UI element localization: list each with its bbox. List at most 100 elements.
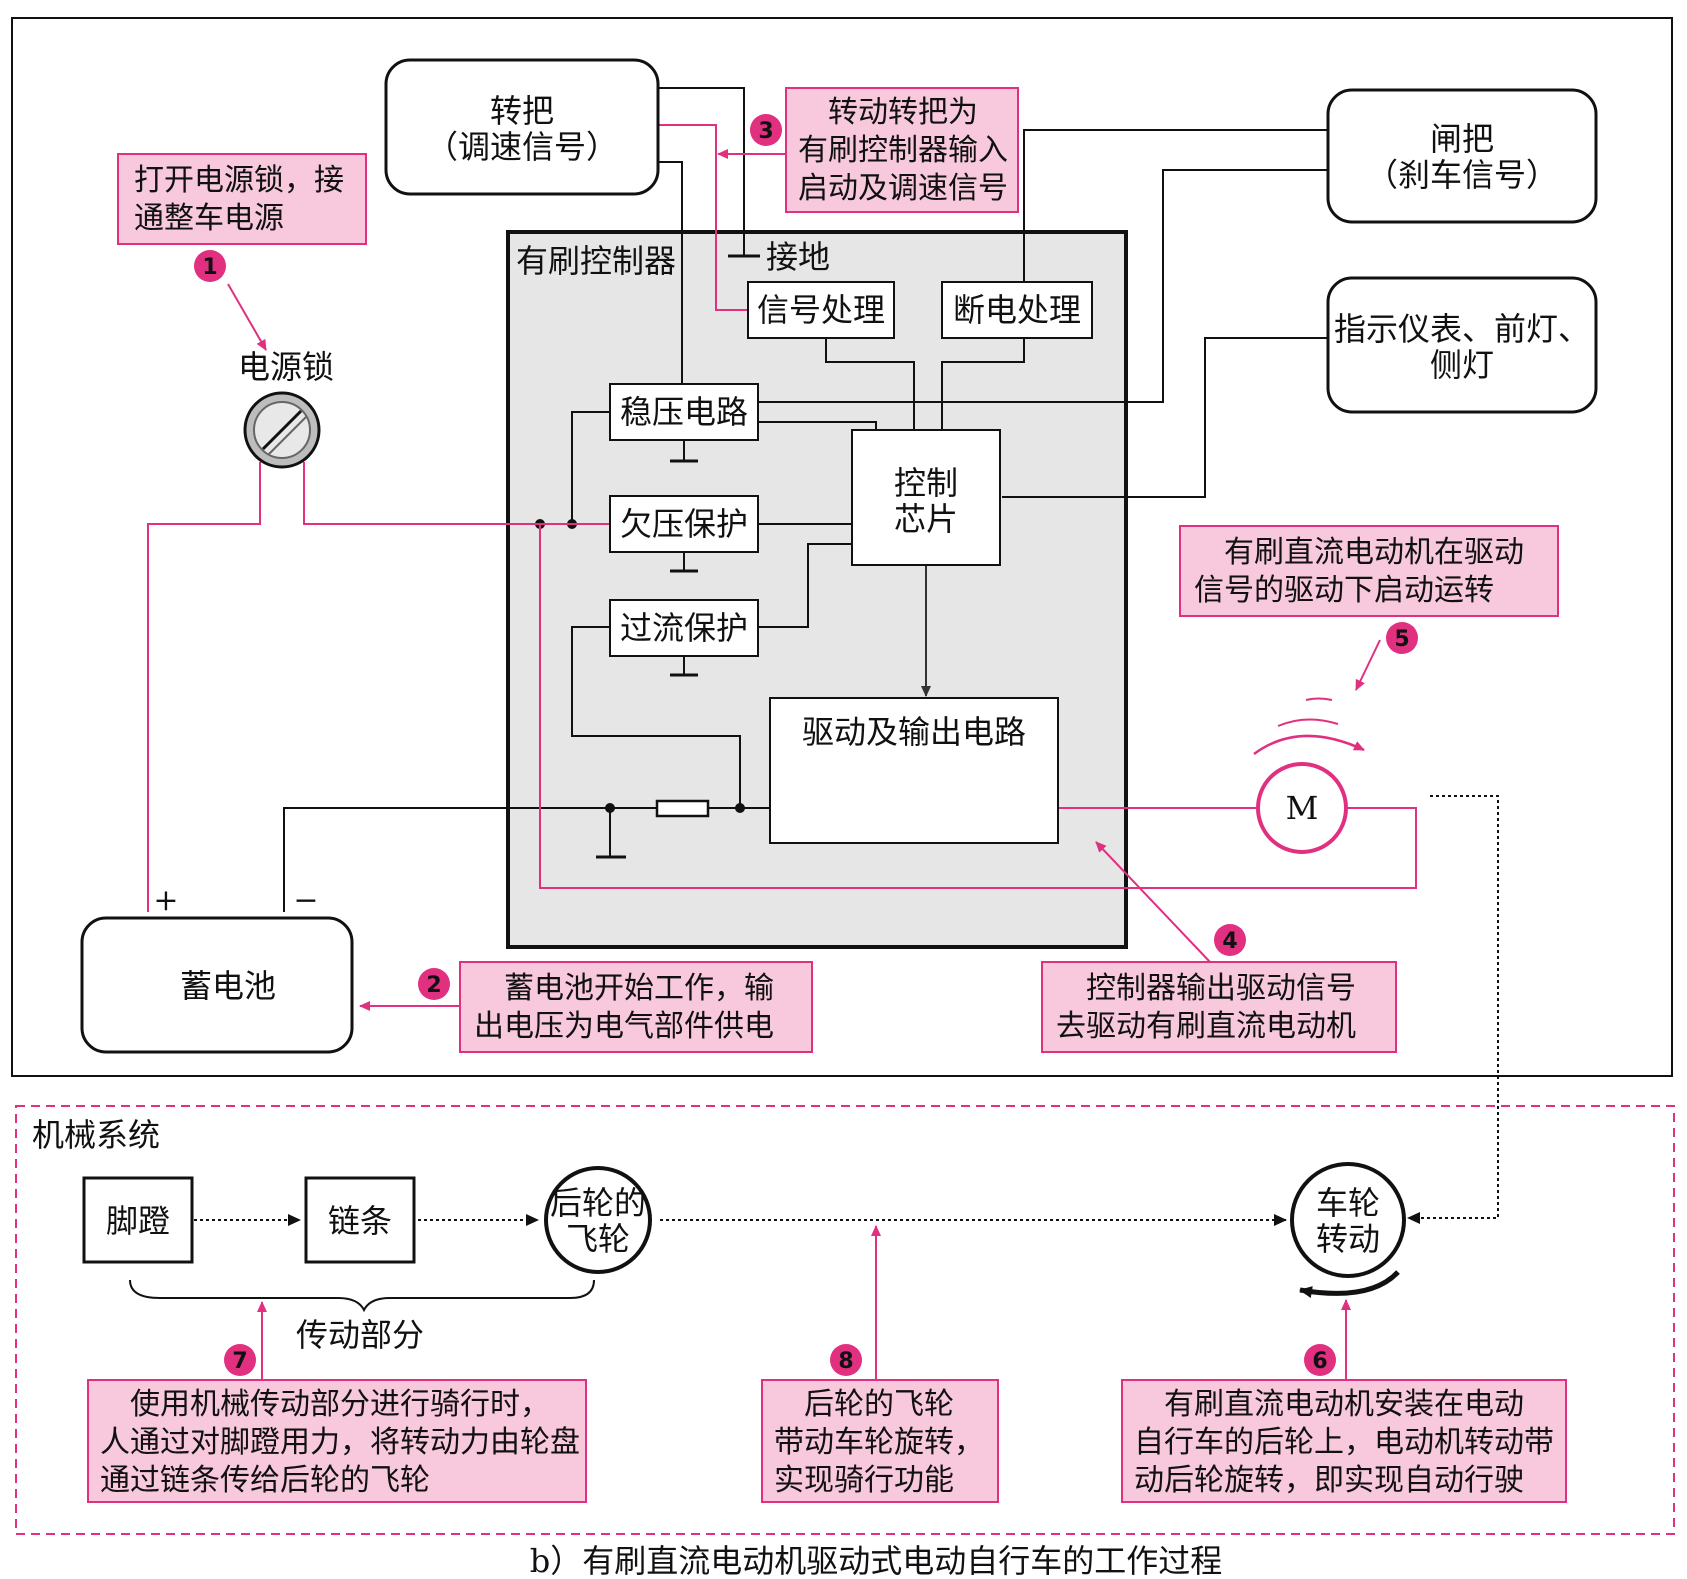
svg-text:M: M xyxy=(1286,789,1319,827)
svg-text:2: 2 xyxy=(426,973,441,998)
svg-text:驱动及输出电路: 驱动及输出电路 xyxy=(802,713,1026,751)
step-2-callout: 蓄电池开始工作，输 出电压为电气部件供电 2 xyxy=(359,961,813,1053)
wheel-circle: 车轮 转动 xyxy=(1290,1162,1406,1298)
svg-text:有刷直流电动机安装在电动: 有刷直流电动机安装在电动 xyxy=(1134,1387,1524,1422)
step-7-callout: 使用机械传动部分进行骑行时， 人通过对脚蹬用力，将转动力由轮盘 通过链条传给后轮… xyxy=(87,1301,587,1503)
svg-text:使用机械传动部分进行骑行时，: 使用机械传动部分进行骑行时， xyxy=(100,1387,550,1422)
step-1-callout: 打开电源锁，接 通整车电源 1 xyxy=(117,153,367,351)
battery: 蓄电池 + − xyxy=(80,883,354,1054)
svg-text:蓄电池开始工作，输: 蓄电池开始工作，输 xyxy=(474,971,774,1006)
svg-text:有刷控制器输入: 有刷控制器输入 xyxy=(798,133,1008,168)
chain-box: 链条 xyxy=(304,1176,416,1264)
svg-text:后轮的飞轮: 后轮的飞轮 xyxy=(774,1387,954,1422)
svg-text:转把: 转把 xyxy=(490,92,554,130)
svg-text:欠压保护: 欠压保护 xyxy=(620,505,748,543)
overcurrent-protection-box: 过流保护 xyxy=(609,599,759,657)
pedal-box: 脚蹬 xyxy=(82,1176,194,1264)
wiring-pink xyxy=(147,124,1417,912)
svg-text:6: 6 xyxy=(1312,1349,1327,1374)
svg-text:稳压电路: 稳压电路 xyxy=(620,393,748,431)
undervoltage-protection-box: 欠压保护 xyxy=(609,495,759,553)
indicators-box: 指示仪表、前灯、 侧灯 xyxy=(1326,276,1598,414)
svg-text:8: 8 xyxy=(838,1349,853,1374)
electrical-system-frame xyxy=(11,17,1673,1077)
svg-text:信号处理: 信号处理 xyxy=(757,291,885,329)
flywheel-circle: 后轮的 飞轮 xyxy=(544,1166,652,1274)
figure-caption: b）有刷直流电动机驱动式电动自行车的工作过程 xyxy=(530,1542,1223,1579)
motor: M xyxy=(1253,697,1365,854)
svg-text:3: 3 xyxy=(758,119,773,144)
battery-minus-label: − xyxy=(293,883,318,918)
step-6-callout: 有刷直流电动机安装在电动 自行车的后轮上，电动机转动带 动后轮旋转，即实现自动行… xyxy=(1121,1299,1567,1503)
svg-text:通整车电源: 通整车电源 xyxy=(134,201,284,236)
svg-text:实现骑行功能: 实现骑行功能 xyxy=(774,1463,954,1498)
svg-text:带动车轮旋转，: 带动车轮旋转， xyxy=(774,1425,984,1460)
svg-text:车轮: 车轮 xyxy=(1316,1184,1380,1222)
svg-text:动后轮旋转，即实现自动行驶: 动后轮旋转，即实现自动行驶 xyxy=(1134,1463,1524,1498)
transmission-label: 传动部分 xyxy=(296,1316,424,1354)
svg-text:转动: 转动 xyxy=(1316,1220,1380,1258)
control-chip-box: 控制 芯片 xyxy=(851,429,1001,566)
step-5-badge xyxy=(1386,622,1418,654)
svg-text:有刷直流电动机在驱动: 有刷直流电动机在驱动 xyxy=(1194,535,1524,570)
step-7-badge xyxy=(224,1344,256,1376)
svg-text:启动及调速信号: 启动及调速信号 xyxy=(798,171,1008,206)
handlebar-box: 转把 （调速信号） xyxy=(384,58,660,196)
svg-text:（调速信号）: （调速信号） xyxy=(426,128,618,166)
svg-text:后轮的: 后轮的 xyxy=(550,1184,646,1222)
svg-text:自行车的后轮上，电动机转动带: 自行车的后轮上，电动机转动带 xyxy=(1134,1425,1554,1460)
step-6-badge xyxy=(1304,1344,1336,1376)
svg-text:脚蹬: 脚蹬 xyxy=(106,1202,170,1240)
svg-text:通过链条传给后轮的飞轮: 通过链条传给后轮的飞轮 xyxy=(100,1463,430,1498)
mechanical-title: 机械系统 xyxy=(32,1116,160,1154)
step-4-callout: 控制器输出驱动信号 去驱动有刷直流电动机 4 xyxy=(1041,841,1397,1053)
svg-text:控制: 控制 xyxy=(894,464,958,502)
svg-text:4: 4 xyxy=(1222,929,1237,954)
wiring-dark xyxy=(283,87,1328,912)
svg-text:链条: 链条 xyxy=(328,1202,392,1240)
svg-text:打开电源锁，接: 打开电源锁，接 xyxy=(134,163,344,198)
step-4-badge xyxy=(1214,924,1246,956)
power-off-processing-box: 断电处理 xyxy=(941,281,1093,339)
svg-text:飞轮: 飞轮 xyxy=(566,1220,630,1258)
controller-title: 有刷控制器 xyxy=(516,242,676,280)
power-lock: 电源锁 xyxy=(238,348,334,469)
shunt-resistor xyxy=(655,799,710,818)
svg-text:控制器输出驱动信号: 控制器输出驱动信号 xyxy=(1056,971,1356,1006)
step-1-badge xyxy=(194,250,226,282)
svg-text:侧灯: 侧灯 xyxy=(1430,346,1494,384)
mechanical-system-frame xyxy=(15,1105,1675,1535)
step-8-badge xyxy=(830,1344,862,1376)
step-8-callout: 后轮的飞轮 带动车轮旋转， 实现骑行功能 8 xyxy=(761,1225,999,1503)
svg-text:电源锁: 电源锁 xyxy=(238,348,334,386)
svg-text:1: 1 xyxy=(202,255,217,280)
svg-text:指示仪表、前灯、: 指示仪表、前灯、 xyxy=(1334,310,1590,348)
step-2-badge xyxy=(418,968,450,1000)
brake-box: 闸把 （刹车信号） xyxy=(1326,88,1598,224)
svg-text:去驱动有刷直流电动机: 去驱动有刷直流电动机 xyxy=(1056,1009,1356,1044)
transmission-brace xyxy=(129,1279,595,1313)
svg-text:接地: 接地 xyxy=(766,238,830,276)
ground-label: 接地 xyxy=(766,238,830,276)
step-3-badge xyxy=(750,114,782,146)
svg-text:出电压为电气部件供电: 出电压为电气部件供电 xyxy=(474,1009,774,1044)
svg-text:信号的驱动下启动运转: 信号的驱动下启动运转 xyxy=(1194,573,1494,608)
svg-text:人通过对脚蹬用力，将转动力由轮盘: 人通过对脚蹬用力，将转动力由轮盘 xyxy=(100,1425,580,1460)
svg-text:7: 7 xyxy=(232,1349,247,1374)
step-3-callout: 转动转把为 有刷控制器输入 启动及调速信号 3 xyxy=(717,87,1019,213)
signal-processing-box: 信号处理 xyxy=(747,281,895,339)
motor-to-wheel-link xyxy=(1407,795,1499,1224)
svg-text:断电处理: 断电处理 xyxy=(953,291,1081,329)
svg-text:芯片: 芯片 xyxy=(894,500,958,538)
svg-text:转动转把为: 转动转把为 xyxy=(798,95,978,130)
svg-text:过流保护: 过流保护 xyxy=(620,609,748,647)
svg-text:（刹车信号）: （刹车信号） xyxy=(1366,156,1558,194)
battery-plus-label: + xyxy=(153,883,178,918)
svg-text:5: 5 xyxy=(1394,627,1409,652)
svg-text:蓄电池: 蓄电池 xyxy=(180,967,276,1005)
svg-text:闸把: 闸把 xyxy=(1430,120,1494,158)
drive-output-box: 驱动及输出电路 xyxy=(769,697,1059,844)
step-5-callout: 有刷直流电动机在驱动 信号的驱动下启动运转 5 xyxy=(1179,525,1559,691)
voltage-regulator-box: 稳压电路 xyxy=(609,383,759,441)
